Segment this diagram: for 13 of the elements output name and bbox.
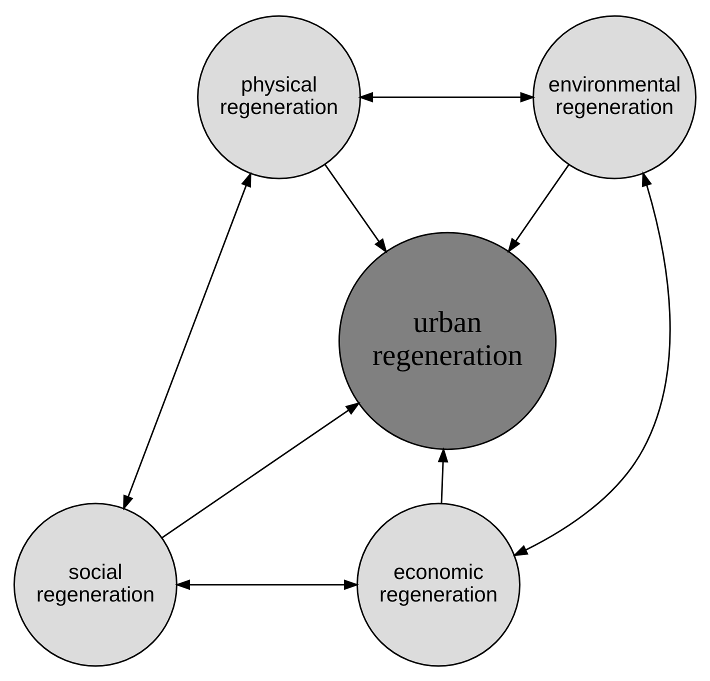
arrow (438, 446, 448, 503)
arrow (162, 401, 361, 538)
arrow (174, 578, 360, 590)
arrow (123, 171, 252, 510)
node-circle: urban regeneration (338, 231, 557, 450)
arrow (507, 164, 570, 253)
arrow (358, 91, 536, 102)
node-circle: economic regeneration (356, 502, 520, 666)
arrow (512, 170, 671, 556)
arrow (324, 164, 388, 254)
node-circle: social regeneration (13, 502, 178, 666)
node-circle: physical regeneration (197, 14, 362, 179)
node-circle: environmental regeneration (532, 14, 697, 179)
